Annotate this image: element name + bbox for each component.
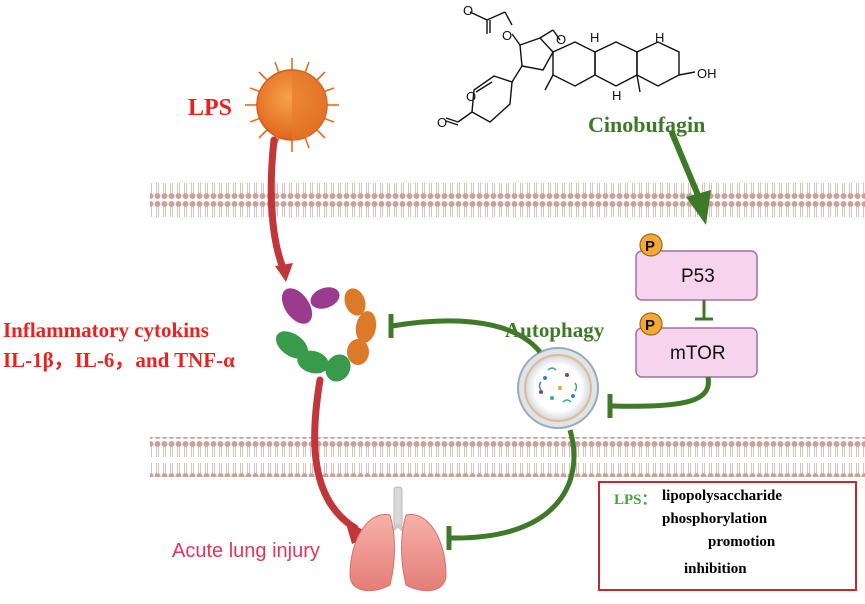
phospho-badge-label: P: [645, 317, 655, 334]
legend-row-lps: LPS： lipopolysaccharide: [600, 488, 855, 510]
legend-promotion-text: promotion: [708, 534, 776, 550]
legend-box: LPS： lipopolysaccharide phosphorylation …: [598, 481, 857, 591]
atom-label: O: [502, 28, 512, 43]
cinobufagin-arrow: [669, 130, 703, 203]
legend-row-promotion: promotion: [600, 534, 855, 556]
atom-label: O: [556, 32, 566, 47]
legend-phospho-text: phosphorylation: [662, 511, 768, 527]
cinobufagin-arrowhead: [686, 190, 711, 225]
autophagosome-icon: [517, 347, 599, 429]
p53-node: [635, 250, 758, 301]
inflammatory-label-line2: IL-1β，IL-6，and TNF-α: [3, 348, 235, 372]
cinobufagin-label: Cinobufagin: [588, 112, 706, 137]
autophagy-inhibits-lung: [449, 429, 577, 541]
atom-label: O: [466, 89, 476, 104]
autophagy-inhibits-cytokines: [391, 318, 542, 354]
lps-to-cytokine-arrow: [267, 136, 287, 272]
atom-label: O: [437, 115, 447, 130]
atom-label: H: [655, 30, 664, 45]
lps-label: LPS: [188, 95, 232, 121]
legend-inhibition-text: inhibition: [684, 561, 747, 577]
lps-bacterium-icon: [245, 58, 339, 152]
phosphate-badge-icon: [639, 312, 663, 336]
phosphate-badge-icon: [639, 233, 663, 257]
legend-row-inhibition: inhibition: [600, 561, 855, 583]
inflammatory-label-line1: Inflammatory cytokins: [3, 318, 209, 342]
autophagy-label: Autophagy: [505, 318, 605, 342]
legend-lps-abbr: LPS：: [614, 492, 657, 508]
lps-arrowhead: [275, 263, 293, 282]
cell-membrane-bottom: [150, 437, 865, 477]
atom-label: H: [590, 30, 599, 45]
lungs-icon: [349, 486, 447, 592]
cinobufagin-atom-labels: O O O O O OH H H H: [437, 3, 717, 130]
cell-membrane-top: [150, 180, 865, 220]
cinobufagin-structure-icon: [445, 11, 696, 126]
phospho-badge-label: P: [645, 238, 655, 255]
mtor-inhibits-autophagy: [611, 376, 711, 409]
legend-lps-full: lipopolysaccharide: [662, 488, 783, 504]
acute-lung-injury-label: Acute lung injury: [172, 540, 320, 562]
p53-label: P53: [681, 266, 715, 287]
cytokine-cluster-icon: [275, 287, 377, 382]
legend-row-phospho: phosphorylation: [600, 511, 855, 533]
atom-label: H: [612, 88, 621, 103]
atom-label: O: [463, 3, 473, 18]
cytokine-to-lung-arrow: [311, 376, 359, 532]
atom-label: OH: [697, 66, 717, 81]
mtor-label: mTOR: [670, 343, 726, 364]
mtor-node: [635, 327, 758, 378]
